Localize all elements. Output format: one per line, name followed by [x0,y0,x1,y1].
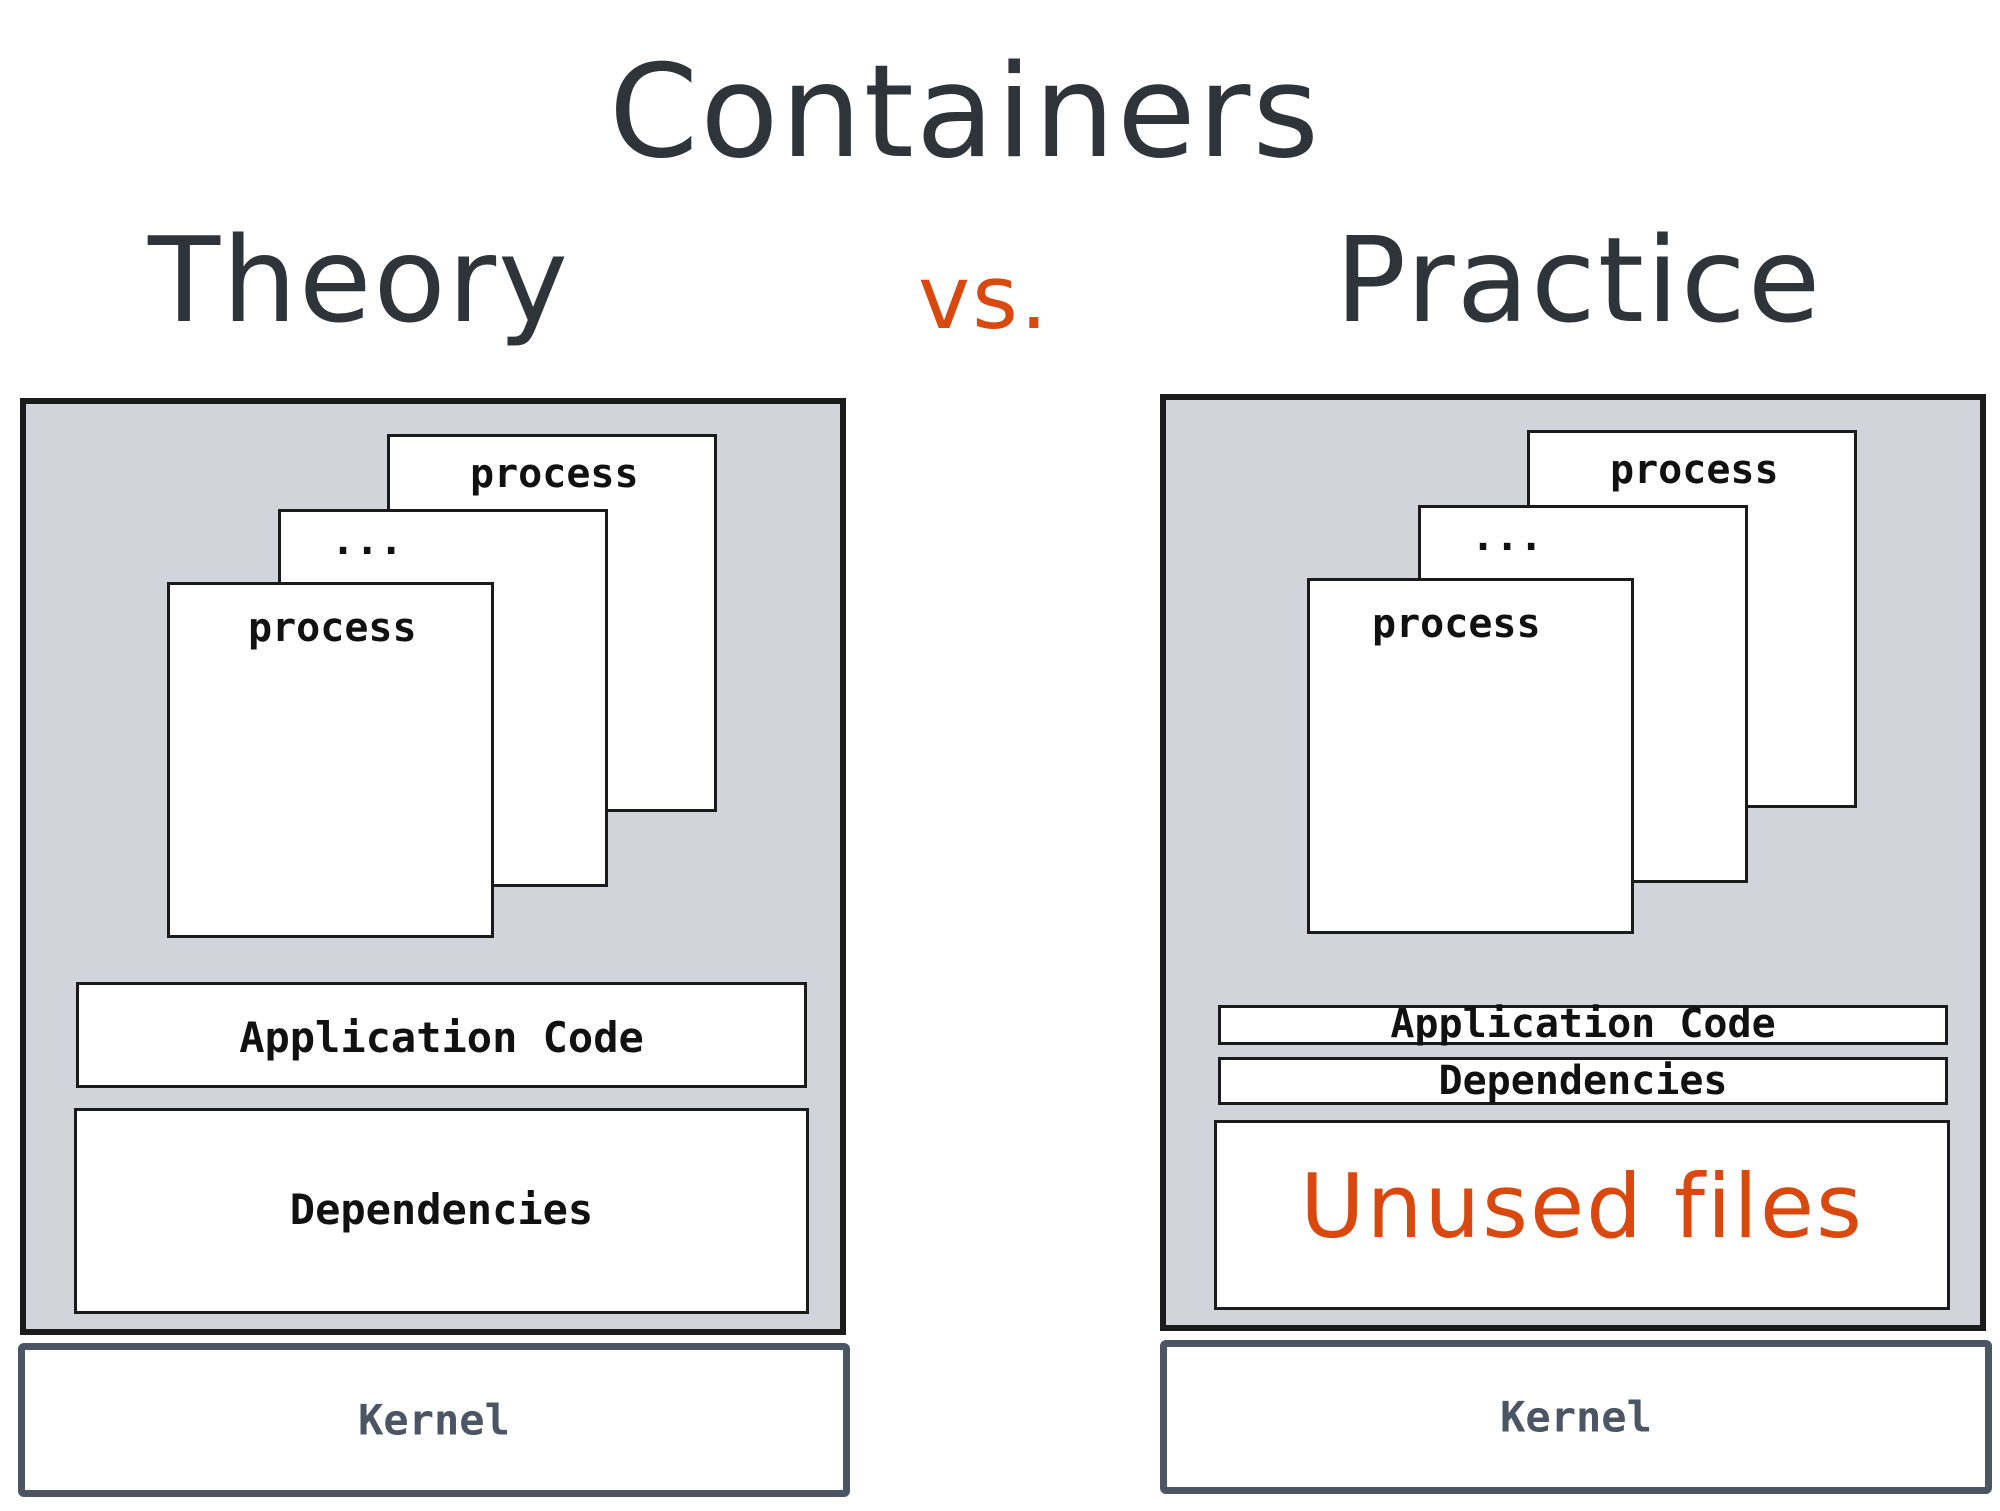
theory-process-middle-label: ... [331,518,404,564]
practice-unused-files-label: Unused files [1300,1155,1864,1258]
practice-application-code-layer: Application Code [1218,1001,1948,1047]
theory-kernel: Kernel [18,1343,850,1497]
theory-dependencies-label: Dependencies [289,1185,594,1234]
practice-application-code-label: Application Code [1390,1001,1776,1047]
practice-kernel-label: Kernel [1500,1392,1652,1442]
theory-process-front-label: process [248,605,417,651]
vs-label: vs. [918,246,1050,349]
practice-dependencies-layer: Dependencies [1218,1057,1948,1105]
theory-process-back-label: process [470,451,639,497]
practice-process-front: process [1307,578,1634,934]
theory-application-code-label: Application Code [239,1013,644,1062]
practice-heading: Practice [1335,211,1823,349]
practice-dependencies-label: Dependencies [1438,1058,1728,1104]
theory-dependencies-layer: Dependencies [74,1108,809,1314]
practice-process-back-label: process [1610,447,1779,493]
practice-kernel: Kernel [1160,1340,1992,1494]
diagram-title: Containers [608,38,1322,187]
theory-kernel-label: Kernel [358,1395,510,1445]
practice-container: process ... process Application Code Dep… [1160,394,1986,1331]
theory-container: process ... process Application Code Dep… [20,398,846,1335]
practice-process-middle-label: ... [1471,514,1544,560]
practice-unused-files-layer: Unused files [1214,1120,1950,1310]
theory-process-front: process [167,582,494,938]
theory-heading: Theory [148,211,571,349]
practice-process-front-label: process [1372,601,1541,647]
theory-application-code-layer: Application Code [76,982,807,1088]
